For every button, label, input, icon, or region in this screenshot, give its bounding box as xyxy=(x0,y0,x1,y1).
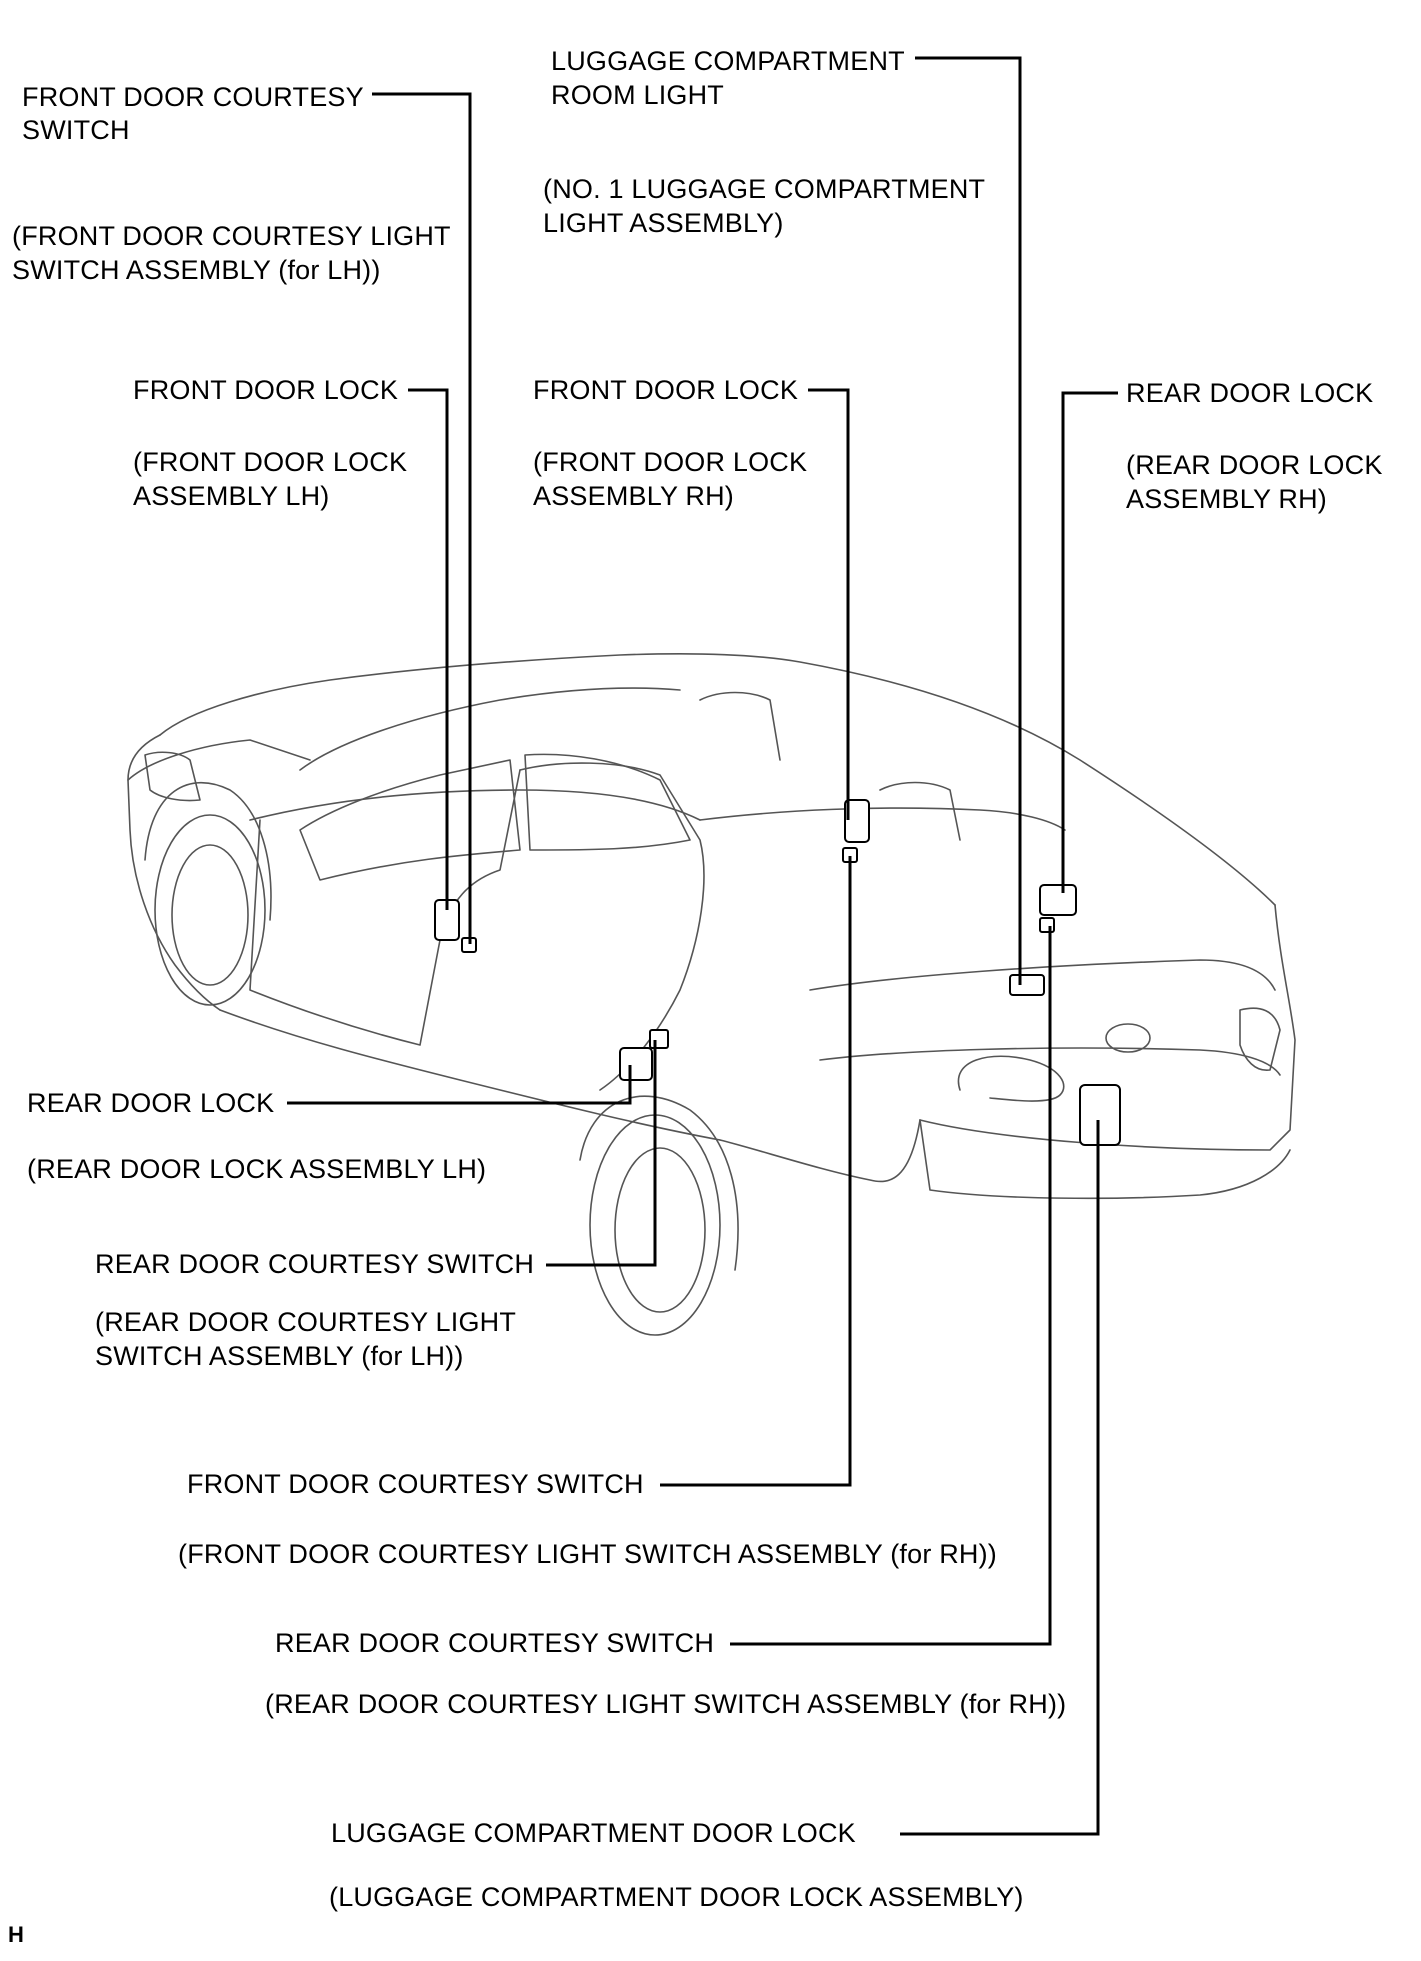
car-sill xyxy=(219,1009,721,1141)
leader-rear-door-courtesy-switch-rh xyxy=(730,926,1052,1646)
part-front-door-courtesy-switch-lh-line2: SWITCH ASSEMBLY (for LH)) xyxy=(12,255,381,285)
part-luggage-room-light-line1: (NO. 1 LUGGAGE COMPARTMENT xyxy=(543,174,986,204)
car-taillight xyxy=(1239,1007,1281,1071)
luggage-door-lock-part xyxy=(1079,1084,1121,1146)
leader-front-door-courtesy-switch-lh xyxy=(372,92,472,944)
leader-front-door-lock-rh xyxy=(808,388,850,820)
label-front-door-courtesy-switch-rh: FRONT DOOR COURTESY SWITCH xyxy=(187,1469,644,1499)
leader-rear-door-courtesy-switch-lh xyxy=(546,1040,657,1267)
leader-front-door-lock-lh xyxy=(408,388,449,910)
part-front-door-courtesy-switch-lh-line1: (FRONT DOOR COURTESY LIGHT xyxy=(12,221,451,251)
label-rear-door-courtesy-switch-rh: REAR DOOR COURTESY SWITCH xyxy=(275,1628,715,1658)
figure-corner-mark: H xyxy=(8,1922,24,1947)
part-rear-door-courtesy-switch-lh-line1: (REAR DOOR COURTESY LIGHT xyxy=(95,1307,517,1337)
rear-wheel-arch xyxy=(579,1095,739,1271)
part-luggage-room-light-line2: LIGHT ASSEMBLY) xyxy=(543,208,784,238)
label-rear-door-courtesy-switch-lh: REAR DOOR COURTESY SWITCH xyxy=(95,1249,535,1279)
leader-luggage-door-lock xyxy=(900,1120,1100,1836)
interior-seat-2 xyxy=(879,781,961,841)
part-front-door-lock-lh-line1: (FRONT DOOR LOCK xyxy=(133,447,408,477)
part-luggage-door-lock: (LUGGAGE COMPARTMENT DOOR LOCK ASSEMBLY) xyxy=(329,1882,1024,1912)
label-rear-door-lock-lh: REAR DOOR LOCK xyxy=(27,1088,275,1118)
part-front-door-lock-rh-line1: (FRONT DOOR LOCK xyxy=(533,447,808,477)
part-front-door-courtesy-switch-rh: (FRONT DOOR COURTESY LIGHT SWITCH ASSEMB… xyxy=(178,1539,998,1569)
front-door-outline xyxy=(249,769,521,1046)
label-luggage-door-lock: LUGGAGE COMPARTMENT DOOR LOCK xyxy=(331,1818,856,1848)
rear-door-lock-lh-part xyxy=(619,1047,653,1081)
car-rear-lower xyxy=(919,1119,1291,1200)
label-luggage-room-light-line1: LUGGAGE COMPARTMENT xyxy=(551,46,905,76)
rear-door-courtesy-switch-lh-part xyxy=(649,1029,669,1049)
label-front-door-lock-lh: FRONT DOOR LOCK xyxy=(133,375,399,405)
label-front-door-courtesy-switch-lh-line1: FRONT DOOR COURTESY xyxy=(22,82,364,112)
part-rear-door-courtesy-switch-rh: (REAR DOOR COURTESY LIGHT SWITCH ASSEMBL… xyxy=(265,1689,1067,1719)
part-front-door-lock-lh-line2: ASSEMBLY LH) xyxy=(133,481,330,511)
rear-door-outline xyxy=(519,762,705,1091)
car-trunk-lid xyxy=(819,1047,1281,1076)
car-rear-bumper xyxy=(919,904,1296,1151)
car-hood xyxy=(127,734,221,1011)
leader-rear-door-lock-lh xyxy=(287,1065,632,1105)
part-front-door-lock-rh-line2: ASSEMBLY RH) xyxy=(533,481,734,511)
car-front-fender xyxy=(127,739,311,781)
part-rear-door-lock-rh-line1: (REAR DOOR LOCK xyxy=(1126,450,1383,480)
rear-wheel-inner xyxy=(614,1147,706,1313)
leader-front-door-courtesy-switch-rh xyxy=(660,856,852,1487)
trunk-wire-harness xyxy=(957,1055,1065,1102)
rear-door-courtesy-switch-rh-part xyxy=(1039,917,1055,933)
part-rear-door-lock-lh: (REAR DOOR LOCK ASSEMBLY LH) xyxy=(27,1154,487,1184)
leader-rear-door-lock-rh xyxy=(1061,391,1118,893)
front-wheel xyxy=(154,814,266,1006)
label-front-door-courtesy-switch-lh-line2: SWITCH xyxy=(22,115,130,145)
luggage-room-light-part xyxy=(1009,974,1045,996)
rear-door-lock-rh-part xyxy=(1039,884,1077,916)
rear-glass xyxy=(699,807,1066,831)
label-rear-door-lock-rh: REAR DOOR LOCK xyxy=(1126,378,1374,408)
front-window xyxy=(299,759,521,881)
car-rear-quarter xyxy=(719,1119,921,1183)
car-side-upper xyxy=(249,789,701,821)
car-rear-deck xyxy=(809,959,1276,991)
front-wheel-inner xyxy=(171,844,249,986)
part-rear-door-lock-rh-line2: ASSEMBLY RH) xyxy=(1126,484,1327,514)
label-luggage-room-light-line2: ROOM LIGHT xyxy=(551,80,725,110)
leader-luggage-room-light xyxy=(915,56,1022,985)
interior-seat-1 xyxy=(699,691,781,761)
label-front-door-lock-rh: FRONT DOOR LOCK xyxy=(533,375,799,405)
front-wheel-arch xyxy=(144,781,272,921)
car-windshield xyxy=(299,687,681,771)
car-headlight xyxy=(144,751,201,802)
part-rear-door-courtesy-switch-lh-line2: SWITCH ASSEMBLY (for LH)) xyxy=(95,1341,464,1371)
rear-window xyxy=(524,753,691,851)
trunk-emblem xyxy=(1105,1023,1151,1053)
car-roof-outline xyxy=(159,653,1276,906)
front-door-lock-rh-part xyxy=(844,799,870,843)
